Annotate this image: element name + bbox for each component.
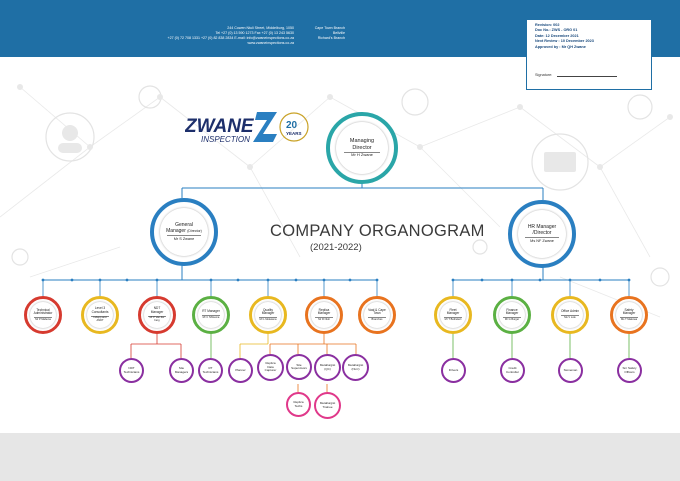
doc-number-line: Doc No.: ZWS - ORG 01 — [535, 28, 578, 33]
replica-data-capturer-node: Replica Data Capturer — [257, 354, 284, 381]
website-line: www.zwaneinspections.co.za — [247, 41, 294, 45]
node-divider — [560, 315, 580, 316]
node-divider — [443, 317, 463, 318]
node-divider — [525, 237, 559, 238]
stoneman-node: Stoneman — [558, 358, 583, 383]
node-divider — [314, 317, 334, 318]
snr-safety-officers-node: Snr Safety Officers — [617, 358, 642, 383]
node-divider — [367, 317, 387, 318]
node-person: Indepp and ANDT — [93, 316, 107, 322]
ndt-manager-node: NDT Manager Mr P Van der berg — [138, 296, 176, 334]
rt-technicians-node: RT Technicians — [198, 358, 223, 383]
node-divider — [147, 315, 167, 317]
approved-by-line: Approved by : Mr QH Zwane — [535, 44, 586, 49]
node-title: RT Manager — [202, 309, 220, 314]
ndt-technicians-node: NDT Technicians — [119, 358, 144, 383]
general-manager-node: General Manager (Director) Mr S Zwane — [150, 198, 218, 266]
branch-item: Bellville — [332, 31, 345, 35]
site-managers-node: Site Managers — [169, 358, 194, 383]
node-title: Technical Administrator — [33, 307, 53, 316]
badge-text: YEARS — [286, 131, 302, 136]
node-divider — [619, 317, 639, 318]
node-divider — [167, 235, 201, 236]
revision-line: Revision: 002 — [535, 23, 560, 27]
node-person: Mr T Buthelezi — [444, 317, 462, 321]
quality-manager-node: Quality Manager Mr L Mokwena — [249, 296, 287, 334]
address-contact-line: +27 (0) 72 708 1331 +27 (0) 82 838 2834 … — [167, 36, 294, 40]
node-person: Ms V Lule — [564, 315, 576, 319]
metallurgist-trainee-node: Metallurgist Trainee — [314, 392, 341, 419]
vaal-cape-town-node: Vaal & Cape Town Branches — [358, 296, 396, 334]
node-title: Replica Manager — [317, 307, 331, 316]
node-title: Finance Manager — [505, 307, 519, 316]
node-title: Quality Manager — [261, 307, 275, 316]
replica-techs-node: Replica Techs — [286, 392, 311, 417]
node-divider — [33, 317, 53, 318]
fleet-manager-node: Fleet Manager Mr T Buthelezi — [434, 296, 472, 334]
node-divider — [201, 315, 221, 316]
metallurgist-nlc-node: Metallurgist (NLC) — [342, 354, 369, 381]
node-title: HR Manager /Director — [527, 223, 557, 236]
z-mark-icon — [253, 112, 277, 142]
address-phone-line: Tel +27 (0) 13 590 1273 Fax +27 (0) 13 2… — [215, 31, 294, 35]
page-title: COMPANY ORGANOGRAM — [270, 222, 485, 240]
badge-number: 20 — [286, 120, 298, 131]
node-person: Ms T Makuwa — [620, 317, 638, 321]
node-divider — [502, 317, 522, 318]
network-watermark — [0, 84, 673, 318]
node-person: Ms NF Zwane — [530, 238, 554, 243]
page-subtitle: (2021-2022) — [310, 242, 362, 253]
node-divider — [343, 151, 381, 153]
node-person: Mr L Mokwena — [259, 317, 277, 321]
credit-controller-node: Credit Controller — [500, 358, 525, 383]
replica-manager-node: Replica Manager Mr R Ntuli — [305, 296, 343, 334]
branch-item: Richard's Branch — [317, 36, 345, 40]
company-address: 244 Cowen Ntuli Street, Middelburg, 1050… — [167, 26, 294, 46]
rt-manager-node: RT Manager Mr C Nhlouma — [192, 296, 230, 334]
node-person: Mr H Zwane — [351, 152, 373, 158]
signature-line — [557, 76, 617, 77]
signature-label: Signature: — [535, 73, 553, 77]
node-title: Vaal & Cape Town — [368, 307, 386, 316]
node-title: Office Admin — [561, 309, 580, 314]
metallurgist-qc-node: Metallurgist (QC) — [314, 354, 341, 381]
site-supervisors-node: Site Supervisors — [286, 354, 312, 380]
footer-band — [0, 433, 680, 481]
next-review-line: Next Review : 10 December 2023 — [535, 39, 594, 44]
finance-manager-node: Finance Manager Mr G Burger — [493, 296, 531, 334]
node-title: General Manager (Director) — [166, 221, 202, 234]
node-divider — [90, 315, 110, 317]
level3-consultants-node: Level 3 Consultants Indepp and ANDT — [81, 296, 119, 334]
node-person: Mr P Van der berg — [149, 316, 165, 322]
logo-tagline: INSPECTION — [201, 135, 250, 144]
node-title: Managing Director — [349, 138, 375, 151]
node-person: Mr C Nhlouma — [202, 315, 220, 319]
anniversary-badge-icon — [279, 112, 309, 142]
node-person: Mr R Ntuli — [318, 317, 330, 321]
date-line: Date: 12 December 2021 — [535, 33, 579, 38]
node-person: Mr P Mabena — [35, 317, 51, 321]
node-person: Mr S Zwane — [173, 236, 195, 241]
managing-director-node: Managing Director Mr H Zwane — [326, 112, 398, 184]
safety-manager-node: Safety Manager Ms T Makuwa — [610, 296, 648, 334]
node-title: NDT Manager — [150, 306, 164, 314]
node-title: Level 3 Consultants — [91, 306, 109, 314]
hr-manager-node: HR Manager /Director Ms NF Zwane — [508, 200, 576, 268]
drivers-node: Drivers — [441, 358, 466, 383]
node-title: Safety Manager — [622, 307, 636, 316]
node-person: Mr G Burger — [504, 317, 520, 321]
address-line: 244 Cowen Ntuli Street, Middelburg, 1050 — [227, 26, 294, 30]
company-logo: ZWANE INSPECTION 20 YEARS — [185, 112, 309, 144]
node-person: Branches — [371, 317, 383, 321]
planner-node: Planner — [228, 358, 253, 383]
branch-list: Cape Town Branch Bellville Richard's Bra… — [303, 26, 345, 41]
node-divider — [258, 317, 278, 318]
logo-wordmark: ZWANE — [185, 116, 255, 137]
technical-administrator-node: Technical Administrator Mr P Mabena — [24, 296, 62, 334]
revision-box: Revision: 002 Doc No.: ZWS - ORG 01 Date… — [526, 19, 652, 90]
office-admin-node: Office Admin Ms V Lule — [551, 296, 589, 334]
branch-item: Cape Town Branch — [314, 26, 345, 30]
node-title: Fleet Manager — [446, 307, 460, 316]
